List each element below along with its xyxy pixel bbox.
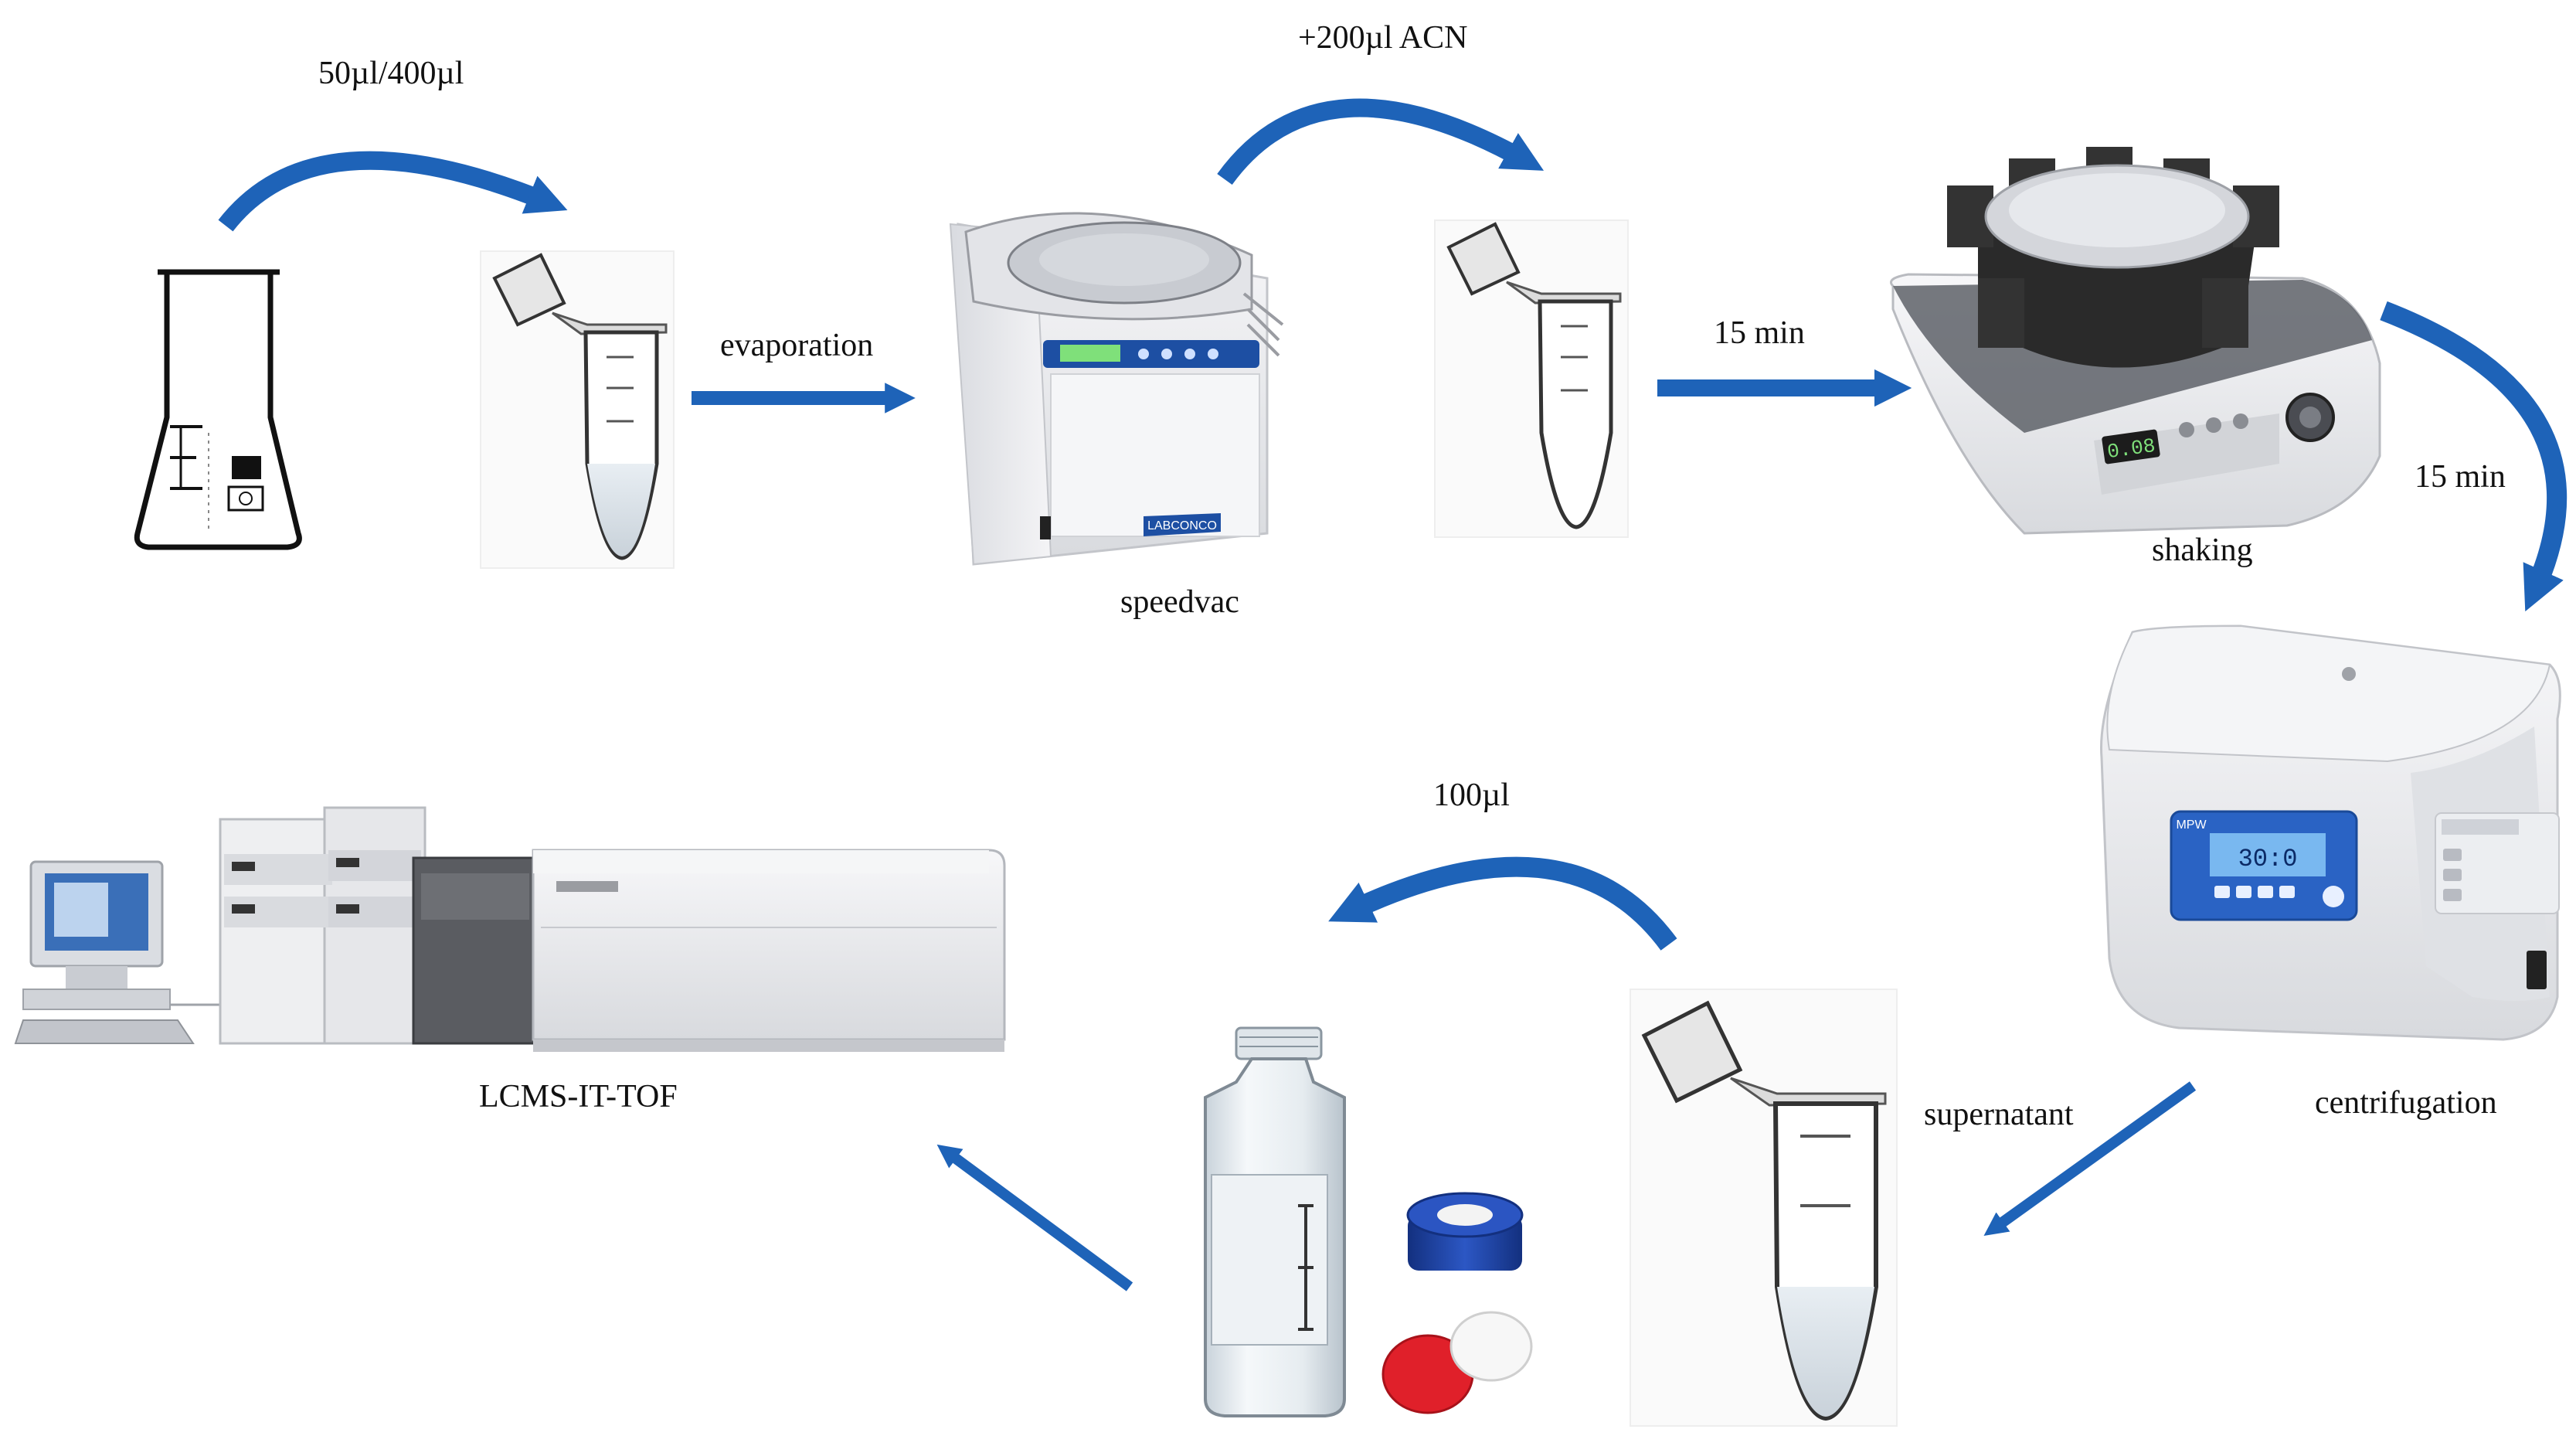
label-centrifugation: centrifugation bbox=[2315, 1085, 2497, 1121]
microcentrifuge-tube-icon bbox=[1434, 219, 1629, 538]
speedvac-concentrator-icon: LABCONCO bbox=[949, 212, 1284, 566]
arrow-to-centrifugation bbox=[2380, 301, 2568, 612]
foam-holder-icon bbox=[1947, 147, 2279, 368]
arrow-add-acn bbox=[1217, 98, 1545, 185]
hplc-vial-icon bbox=[1204, 1026, 1346, 1417]
label-time-before-centrifugation: 15 min bbox=[2415, 459, 2506, 495]
centrifuge-display-value: 30:0 bbox=[2238, 845, 2298, 873]
septum-white-icon bbox=[1449, 1311, 1533, 1382]
arrow-transfer-100ul bbox=[1328, 856, 1677, 951]
lcms-it-tof-instrument-icon bbox=[14, 806, 1006, 1052]
speedvac-brand-label: LABCONCO bbox=[1147, 519, 1217, 533]
label-add-acn: +200µl ACN bbox=[1298, 20, 1467, 56]
label-speedvac: speedvac bbox=[1120, 584, 1239, 620]
arrow-transfer-sample bbox=[218, 151, 568, 232]
label-shaking: shaking bbox=[2152, 533, 2253, 568]
arrow-to-lcms bbox=[936, 1144, 1133, 1291]
label-evaporation: evaporation bbox=[720, 328, 873, 363]
label-time-before-shaking: 15 min bbox=[1714, 315, 1805, 351]
erlenmeyer-flask-icon bbox=[134, 269, 302, 550]
centrifuge-device-icon: 30:0 MPW bbox=[2100, 624, 2561, 1041]
centrifuge-brand-label: MPW bbox=[2176, 818, 2207, 832]
label-transfer-volume: 100µl bbox=[1433, 778, 1510, 813]
microcentrifuge-tube-icon bbox=[1630, 989, 1898, 1427]
label-lcms-it-tof: LCMS-IT-TOF bbox=[479, 1079, 678, 1114]
arrow-supernatant bbox=[1983, 1081, 2197, 1236]
label-sample-volume: 50µl/400µl bbox=[318, 56, 464, 91]
microcentrifuge-tube-icon bbox=[480, 250, 675, 569]
label-supernatant: supernatant bbox=[1924, 1097, 2074, 1132]
vial-screw-cap-icon bbox=[1406, 1192, 1524, 1271]
shaker-device-icon: 0.08 bbox=[1890, 147, 2381, 535]
